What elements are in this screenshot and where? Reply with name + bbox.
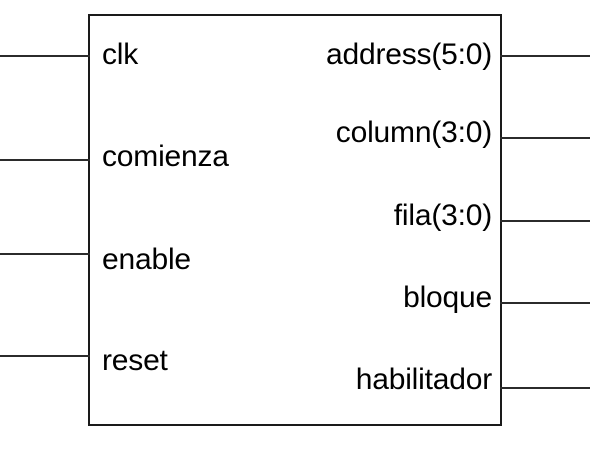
output-label-fila: fila(3:0): [393, 199, 492, 232]
output-wire-address[interactable]: [500, 55, 590, 57]
output-label-address: address(5:0): [325, 38, 492, 71]
output-wire-fila[interactable]: [500, 220, 590, 222]
input-label-reset: reset: [102, 344, 168, 377]
input-wire-comienza[interactable]: [0, 159, 90, 161]
output-wire-habilitador[interactable]: [500, 387, 590, 389]
output-label-column: column(3:0): [335, 116, 492, 149]
output-wire-bloque[interactable]: [500, 302, 590, 304]
input-label-enable: enable: [102, 243, 191, 276]
input-label-comienza: comienza: [102, 140, 229, 173]
module-body-rectangle: [88, 14, 502, 426]
output-wire-column[interactable]: [500, 137, 590, 139]
output-label-bloque: bloque: [403, 281, 492, 314]
input-label-clk: clk: [102, 38, 139, 71]
output-label-habilitador: habilitador: [355, 363, 492, 396]
input-wire-clk[interactable]: [0, 55, 90, 57]
input-wire-enable[interactable]: [0, 253, 90, 255]
input-wire-reset[interactable]: [0, 355, 90, 357]
